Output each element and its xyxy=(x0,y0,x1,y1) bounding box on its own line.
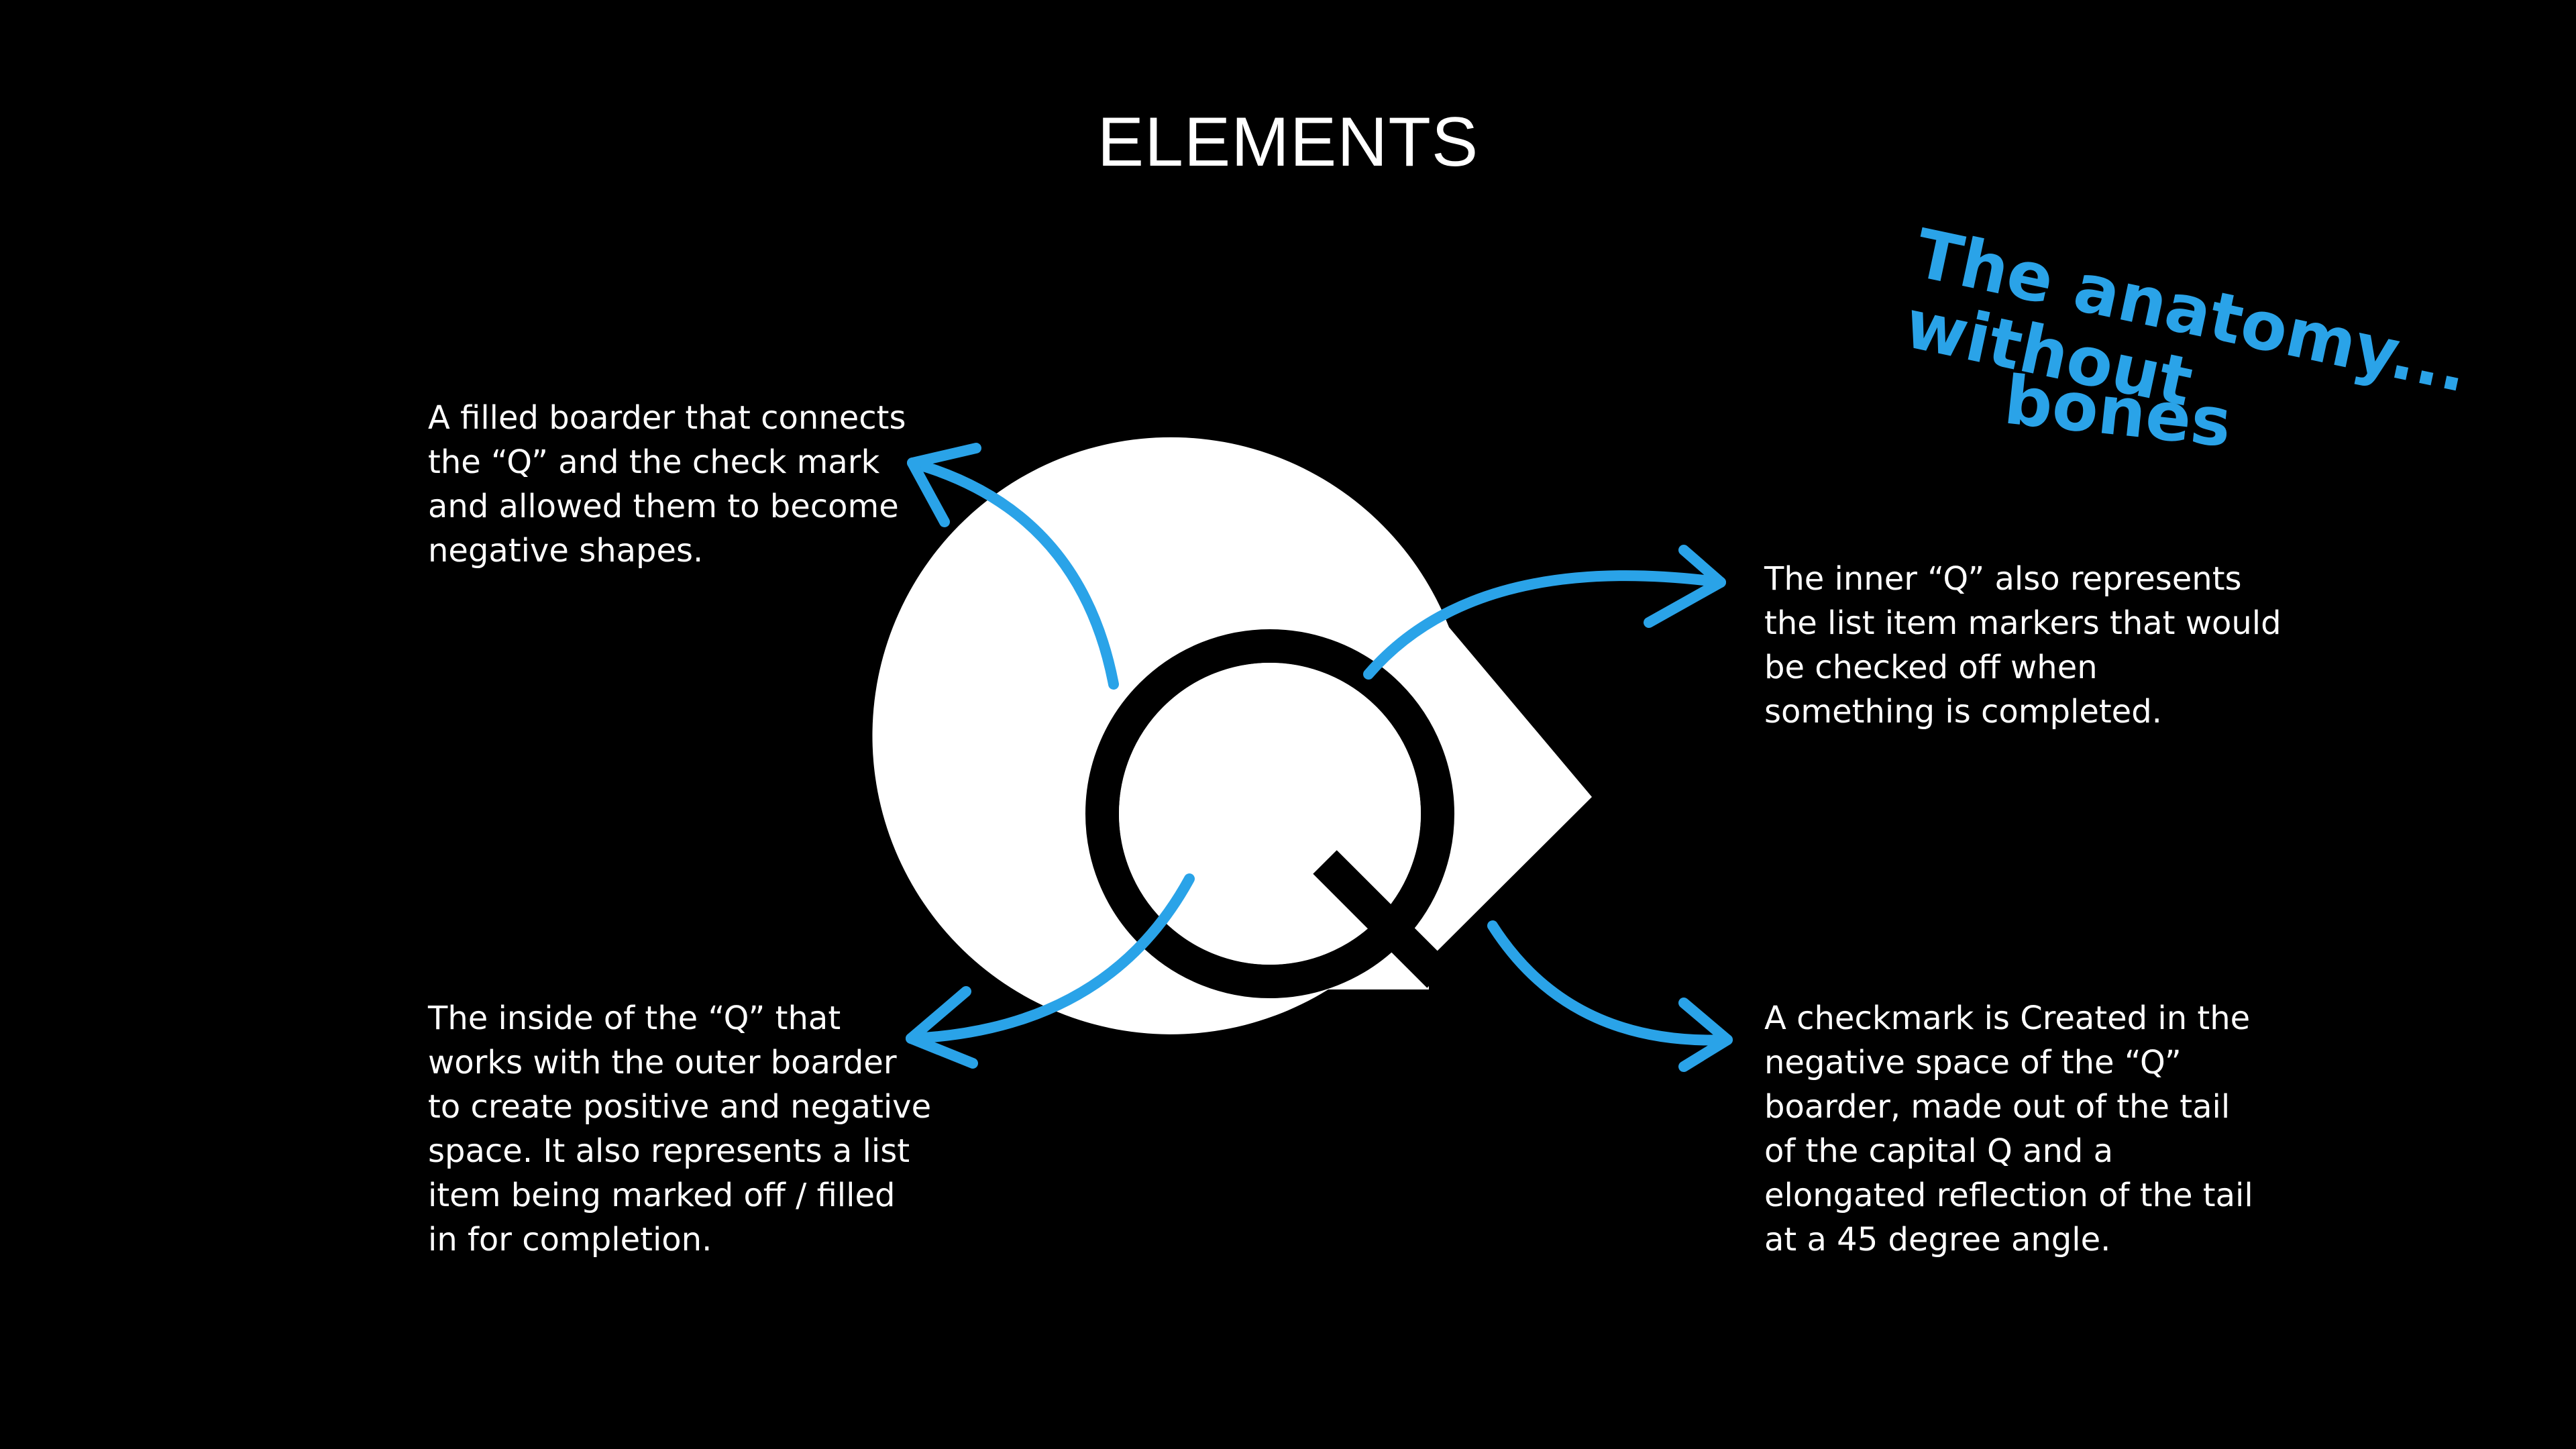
arrow-icon-top-right xyxy=(1363,545,1726,680)
arrow-icon-bottom-right xyxy=(1487,920,1733,1072)
note-checkmark: A checkmark is Created in the negative s… xyxy=(1764,1000,2253,1258)
arrow-icon-bottom-left xyxy=(906,873,1195,1069)
logo-checkmark-tail xyxy=(1313,850,1451,988)
logo-inner-q-ring xyxy=(1085,629,1454,998)
note-outer-border: A filled boarder that connects the “Q” a… xyxy=(428,399,906,570)
handwritten-line-3: bones xyxy=(2000,361,2235,463)
arrow-icon-top-left xyxy=(907,443,1119,690)
handwritten-note: The anatomy... without bones xyxy=(1898,214,2475,463)
q-checkmark-logo xyxy=(872,437,1592,1034)
note-inside-q: The inside of the “Q” that works with th… xyxy=(428,1000,932,1258)
page-title: ELEMENTS xyxy=(1097,103,1479,181)
note-inner-q: The inner “Q” also represents the list i… xyxy=(1764,560,2282,731)
